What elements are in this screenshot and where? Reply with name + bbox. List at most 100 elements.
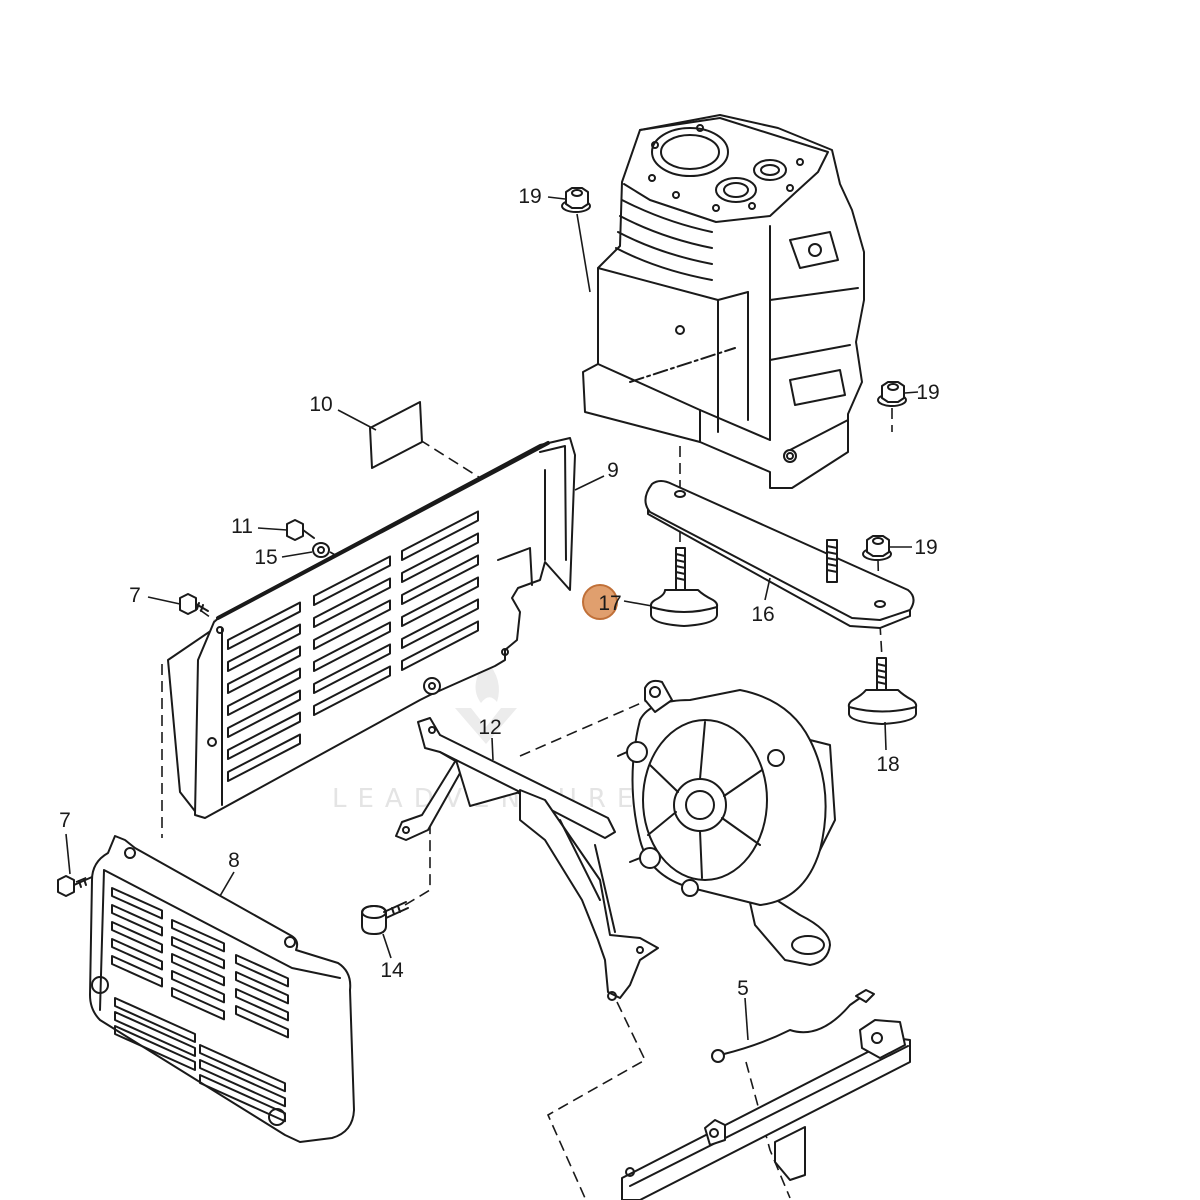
label-plate-10	[369, 401, 423, 469]
engine-block-detail	[715, 177, 757, 203]
frame-rail-detail	[709, 1128, 719, 1138]
bolt-11	[286, 519, 315, 541]
bolt-7-lower-detail	[78, 878, 87, 888]
flange-nut-19-right	[877, 381, 907, 407]
shroud-grille-slot	[313, 665, 391, 716]
bracket-12-detail	[428, 726, 436, 734]
frame-rail-detail	[704, 1119, 726, 1146]
callout-leaders-detail	[764, 577, 771, 601]
mount-plate-16-detail	[874, 600, 886, 608]
callout-leaders-detail	[491, 737, 494, 761]
callout-19-right[interactable]: 19	[916, 381, 939, 404]
callout-17[interactable]: 17	[598, 592, 621, 615]
callout-leaders-detail	[65, 833, 71, 875]
callout-leaders-detail	[219, 871, 235, 897]
shroud-grille-slot	[313, 621, 391, 672]
shroud-grille-slot	[401, 510, 479, 561]
fan-housing-detail	[681, 879, 699, 897]
callout-leaders-detail	[337, 409, 377, 431]
cover-grille-slot	[235, 988, 289, 1022]
engine-block-detail	[753, 159, 787, 181]
cover-grille-slot	[199, 1044, 286, 1093]
shroud-grille-slot	[313, 599, 391, 650]
assembly-lines-detail	[879, 623, 883, 659]
callout-leaders-detail	[904, 391, 919, 394]
grille-cover-8-detail	[284, 936, 296, 948]
callout-18[interactable]: 18	[876, 753, 899, 776]
callout-19-top[interactable]: 19	[518, 185, 541, 208]
cover-grille-slot	[111, 938, 163, 971]
shroud-panel-9	[167, 437, 576, 819]
frame-rail-detail	[625, 1167, 635, 1177]
washer-15-detail	[312, 542, 330, 558]
engine-block-detail	[672, 191, 680, 199]
callout-19-bar[interactable]: 19	[914, 536, 937, 559]
bracket-12	[395, 717, 659, 1001]
assembly-lines-detail	[404, 822, 431, 906]
cover-grille-slot	[171, 970, 225, 1004]
callout-10[interactable]: 10	[309, 393, 332, 416]
fan-housing-detail	[685, 790, 715, 820]
cover-grille-slot	[199, 1074, 286, 1123]
fan-housing-detail	[639, 847, 661, 869]
callout-leaders-detail	[574, 475, 605, 491]
shroud-grille-slot	[227, 645, 301, 694]
washer-15	[312, 542, 330, 558]
cover-grille-slot	[111, 904, 163, 937]
callout-12[interactable]: 12	[478, 716, 501, 739]
flange-nut-19-bar	[862, 535, 892, 561]
grille-cover-8-detail	[91, 976, 109, 994]
fan-housing-detail	[673, 778, 727, 832]
cover-grille	[111, 887, 289, 1123]
callout-16[interactable]: 16	[751, 603, 774, 626]
engine-block-detail	[621, 199, 713, 233]
engine-block-detail	[615, 247, 713, 281]
shroud-grille-slot	[313, 577, 391, 628]
callouts: 19 19 19 10 9 11 15 7 17 16 18 12 7 8 14…	[59, 185, 940, 1000]
callout-leaders-detail	[884, 721, 887, 751]
rubber-mount-18-detail	[848, 706, 917, 713]
callout-7-upper[interactable]: 7	[129, 584, 141, 607]
grille-cover-8-detail	[99, 869, 341, 1011]
rubber-mount-18-detail	[847, 689, 918, 725]
cover-grille-slot	[111, 887, 163, 920]
callout-9[interactable]: 9	[607, 459, 619, 482]
engine-block-detail	[748, 202, 756, 210]
callout-leaders-detail	[147, 596, 181, 605]
assembly-lines	[75, 213, 893, 1199]
shroud-panel-9-detail	[497, 547, 533, 586]
selected-callout-highlight[interactable]	[582, 584, 618, 620]
fan-housing-detail	[649, 686, 661, 698]
bolt-7-upper	[179, 593, 209, 615]
shroud-grille-slot	[227, 667, 301, 716]
callout-14[interactable]: 14	[380, 959, 404, 982]
callout-15[interactable]: 15	[254, 546, 277, 569]
engine-block-detail	[789, 419, 849, 451]
rubber-mount-18	[847, 657, 918, 725]
bracket-12-detail	[417, 717, 616, 839]
shroud-grille-slot	[401, 532, 479, 583]
shroud-panel-9-detail	[501, 648, 509, 656]
shroud-grille-slot	[401, 598, 479, 649]
callout-8[interactable]: 8	[228, 849, 240, 872]
bolt-7-lower	[57, 875, 93, 897]
grille-cover-8	[89, 835, 355, 1143]
ground-wire-5-detail	[723, 997, 861, 1055]
cover-grille-slot	[171, 936, 225, 970]
rubber-mount-18-detail	[876, 663, 887, 685]
engine-block-detail	[619, 215, 713, 249]
engine-block-detail	[629, 347, 736, 383]
assembly-lines-detail	[546, 1001, 647, 1199]
fan-housing-detail	[767, 749, 785, 767]
bracket-12-detail	[519, 789, 659, 999]
callout-7-lower[interactable]: 7	[59, 809, 71, 832]
callout-5[interactable]: 5	[737, 977, 749, 1000]
engine-block-detail	[796, 158, 804, 166]
engine-block-detail	[651, 141, 659, 149]
frame-rail-detail	[774, 1126, 806, 1181]
engine-block-detail	[769, 344, 851, 361]
engine-block-detail	[582, 114, 865, 489]
cover-grille-slot	[111, 955, 163, 988]
callout-11[interactable]: 11	[231, 515, 253, 538]
